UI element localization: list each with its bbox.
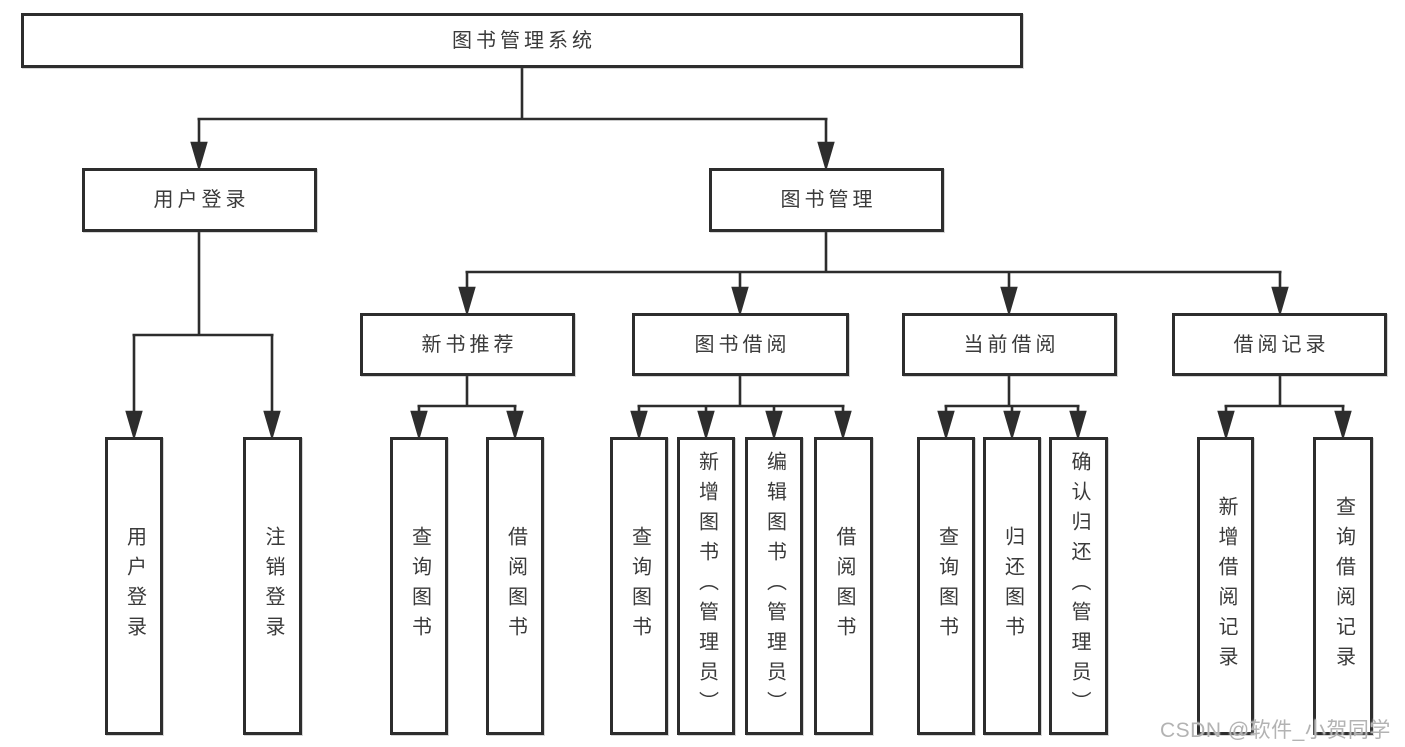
- node-new-book-recommend: 新书推荐: [360, 313, 575, 376]
- node-logout-action: 注销登录: [243, 437, 302, 735]
- node-user-login-label: 用户登录: [153, 189, 250, 211]
- csdn-watermark: CSDN @软件_小贺同学: [1160, 719, 1391, 742]
- node-borrow-records: 借阅记录: [1172, 313, 1387, 376]
- node-cb-confirm-return-admin-label: 确认归还（管理员）: [1068, 451, 1090, 721]
- node-cb-query-books-label: 查询图书: [935, 526, 958, 646]
- node-logout-action-label: 注销登录: [262, 526, 284, 646]
- node-bb-borrow-books-label: 借阅图书: [833, 526, 855, 646]
- node-nbr-borrow-books: 借阅图书: [486, 437, 544, 735]
- node-nbr-query-books: 查询图书: [390, 437, 448, 735]
- node-bb-edit-books-admin: 编辑图书（管理员）: [745, 437, 803, 735]
- node-cb-query-books: 查询图书: [917, 437, 975, 735]
- node-user-login-action: 用户登录: [105, 437, 163, 735]
- node-borrow-records-label: 借阅记录: [1233, 333, 1330, 356]
- node-book-borrow: 图书借阅: [632, 313, 849, 376]
- node-br-query-record: 查询借阅记录: [1313, 437, 1373, 735]
- node-book-management-label: 图书管理: [780, 189, 877, 211]
- node-br-query-record-label: 查询借阅记录: [1332, 496, 1355, 676]
- node-bb-query-books: 查询图书: [610, 437, 668, 735]
- node-book-borrow-label: 图书借阅: [694, 333, 791, 356]
- node-bb-add-books-admin: 新增图书（管理员）: [677, 437, 735, 735]
- node-nbr-query-books-label: 查询图书: [408, 526, 431, 646]
- node-user-login-action-label: 用户登录: [123, 526, 146, 646]
- node-root-label: 图书管理系统: [452, 29, 596, 52]
- node-current-borrow: 当前借阅: [902, 313, 1117, 376]
- node-user-login: 用户登录: [82, 168, 317, 232]
- node-br-add-record: 新增借阅记录: [1197, 437, 1254, 735]
- node-br-add-record-label: 新增借阅记录: [1215, 496, 1237, 676]
- node-new-book-recommend-label: 新书推荐: [421, 333, 518, 356]
- node-bb-borrow-books: 借阅图书: [814, 437, 873, 735]
- node-nbr-borrow-books-label: 借阅图书: [504, 526, 527, 646]
- node-current-borrow-label: 当前借阅: [963, 333, 1060, 356]
- node-bb-query-books-label: 查询图书: [628, 526, 651, 646]
- node-bb-edit-books-admin-label: 编辑图书（管理员）: [763, 451, 786, 721]
- node-cb-confirm-return-admin: 确认归还（管理员）: [1049, 437, 1108, 735]
- node-bb-add-books-admin-label: 新增图书（管理员）: [695, 451, 718, 721]
- node-cb-return-books-label: 归还图书: [1001, 526, 1024, 646]
- node-cb-return-books: 归还图书: [983, 437, 1041, 735]
- node-book-management: 图书管理: [709, 168, 944, 232]
- node-root: 图书管理系统: [21, 13, 1023, 68]
